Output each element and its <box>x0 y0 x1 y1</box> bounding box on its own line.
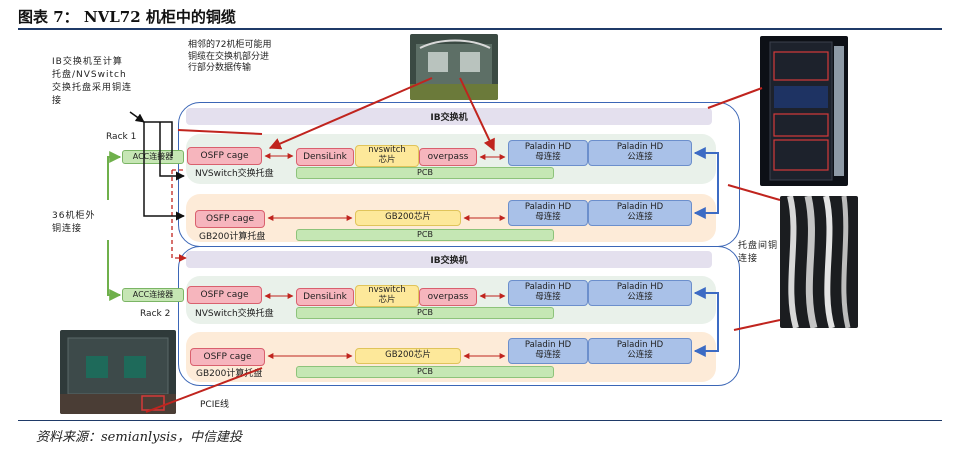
figure-title: 图表 7： NVL72 机柜中的铜缆 <box>18 8 236 26</box>
rack-2-nvswitch-osfp-cage: OSFP cage <box>187 286 262 304</box>
rack-2-gb200-tray-label: GB200计算托盘 <box>196 369 263 379</box>
cable-bundle-photo <box>780 196 858 328</box>
rack-1-ib-switch: IB交换机 <box>186 108 712 125</box>
rack-2-gb200-paladin-female: Paladin HD母连接 <box>508 338 588 364</box>
rack-1-nvswitch-chip: nvswitch芯片 <box>355 145 419 167</box>
black-ib-arrows <box>129 111 185 221</box>
rack-1-nvswitch-paladin-female: Paladin HD母连接 <box>508 140 588 166</box>
rack-2-gb200-pcb: PCB <box>296 366 554 378</box>
gb200-board-photo <box>60 330 176 414</box>
rack-1-gb200-chip: GB200芯片 <box>355 210 461 226</box>
tray-copper-note: 托盘间铜连接 <box>738 241 779 265</box>
switch-tray-photo <box>410 34 498 100</box>
blue-paladin-links <box>693 147 719 357</box>
source-note: 资料来源：semianlysis，中信建投 <box>36 430 242 445</box>
rack-1-densilink: DensiLink <box>296 148 354 166</box>
rack-1-label: Rack 1 <box>106 132 137 142</box>
rack-2-label: Rack 2 <box>140 309 171 319</box>
rack-2-gb200-osfp-cage: OSFP cage <box>190 348 265 366</box>
rack-2-gb200-chip: GB200芯片 <box>355 348 461 364</box>
rack-2-acc-connector: ACC连接器 <box>122 288 184 302</box>
rack-2-gb200-paladin-male: Paladin HD公连接 <box>588 338 692 364</box>
title-rule <box>18 28 942 30</box>
rack-1-gb200-pcb: PCB <box>296 229 554 241</box>
rack-1-nvswitch-osfp-cage: OSFP cage <box>187 147 262 165</box>
rack-2-overpass: overpass <box>419 288 477 306</box>
ib-switch-copper-note: IB交换机至计算托盘/NVSwitch交换托盘采用铜连接 <box>52 57 133 107</box>
pcie-note: PCIE线 <box>200 400 230 410</box>
footer-rule <box>18 420 942 421</box>
rack-photo <box>760 36 848 186</box>
outside-36-copper-note: 36机柜外铜连接 <box>52 211 96 235</box>
rack-2-nvswitch-tray-label: NVSwitch交换托盘 <box>195 309 274 319</box>
rack-1-overpass: overpass <box>419 148 477 166</box>
red-link-arrows <box>264 153 506 359</box>
green-acc-links <box>107 151 122 301</box>
neighbor-rack-note: 相邻的72机柜可能用铜缆在交换机部分进行部分数据传输 <box>188 40 272 74</box>
rack-2-ib-switch: IB交换机 <box>186 251 712 268</box>
rack-2-nvswitch-paladin-male: Paladin HD公连接 <box>588 280 692 306</box>
rack-1-nvswitch-paladin-male: Paladin HD公连接 <box>588 140 692 166</box>
rack-1-gb200-tray-label: GB200计算托盘 <box>199 232 266 242</box>
rack-2-nvswitch-pcb: PCB <box>296 307 554 319</box>
rack-2-nvswitch-paladin-female: Paladin HD母连接 <box>508 280 588 306</box>
rack-1-acc-connector: ACC连接器 <box>122 150 184 164</box>
red-pointer-lines <box>145 77 781 413</box>
rack-1-nvswitch-tray-label: NVSwitch交换托盘 <box>195 169 274 179</box>
dashed-rack-link <box>171 169 187 262</box>
rack-1-gb200-paladin-male: Paladin HD公连接 <box>588 200 692 226</box>
rack-1-nvswitch-pcb: PCB <box>296 167 554 179</box>
rack-2-nvswitch-chip: nvswitch芯片 <box>355 285 419 307</box>
rack-2-frame <box>178 246 740 386</box>
rack-2-densilink: DensiLink <box>296 288 354 306</box>
rack-1-gb200-osfp-cage: OSFP cage <box>195 210 265 228</box>
rack-1-gb200-paladin-female: Paladin HD母连接 <box>508 200 588 226</box>
